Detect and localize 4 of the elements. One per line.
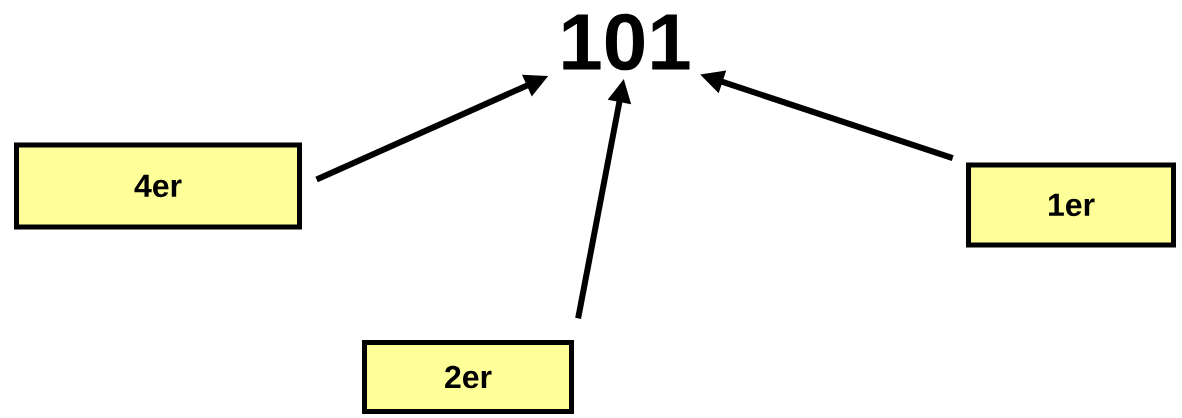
label-box: 2er xyxy=(362,340,574,414)
label-box: 1er xyxy=(966,162,1176,248)
number-label: 101 xyxy=(563,13,690,71)
label-box: 4er xyxy=(14,142,302,230)
